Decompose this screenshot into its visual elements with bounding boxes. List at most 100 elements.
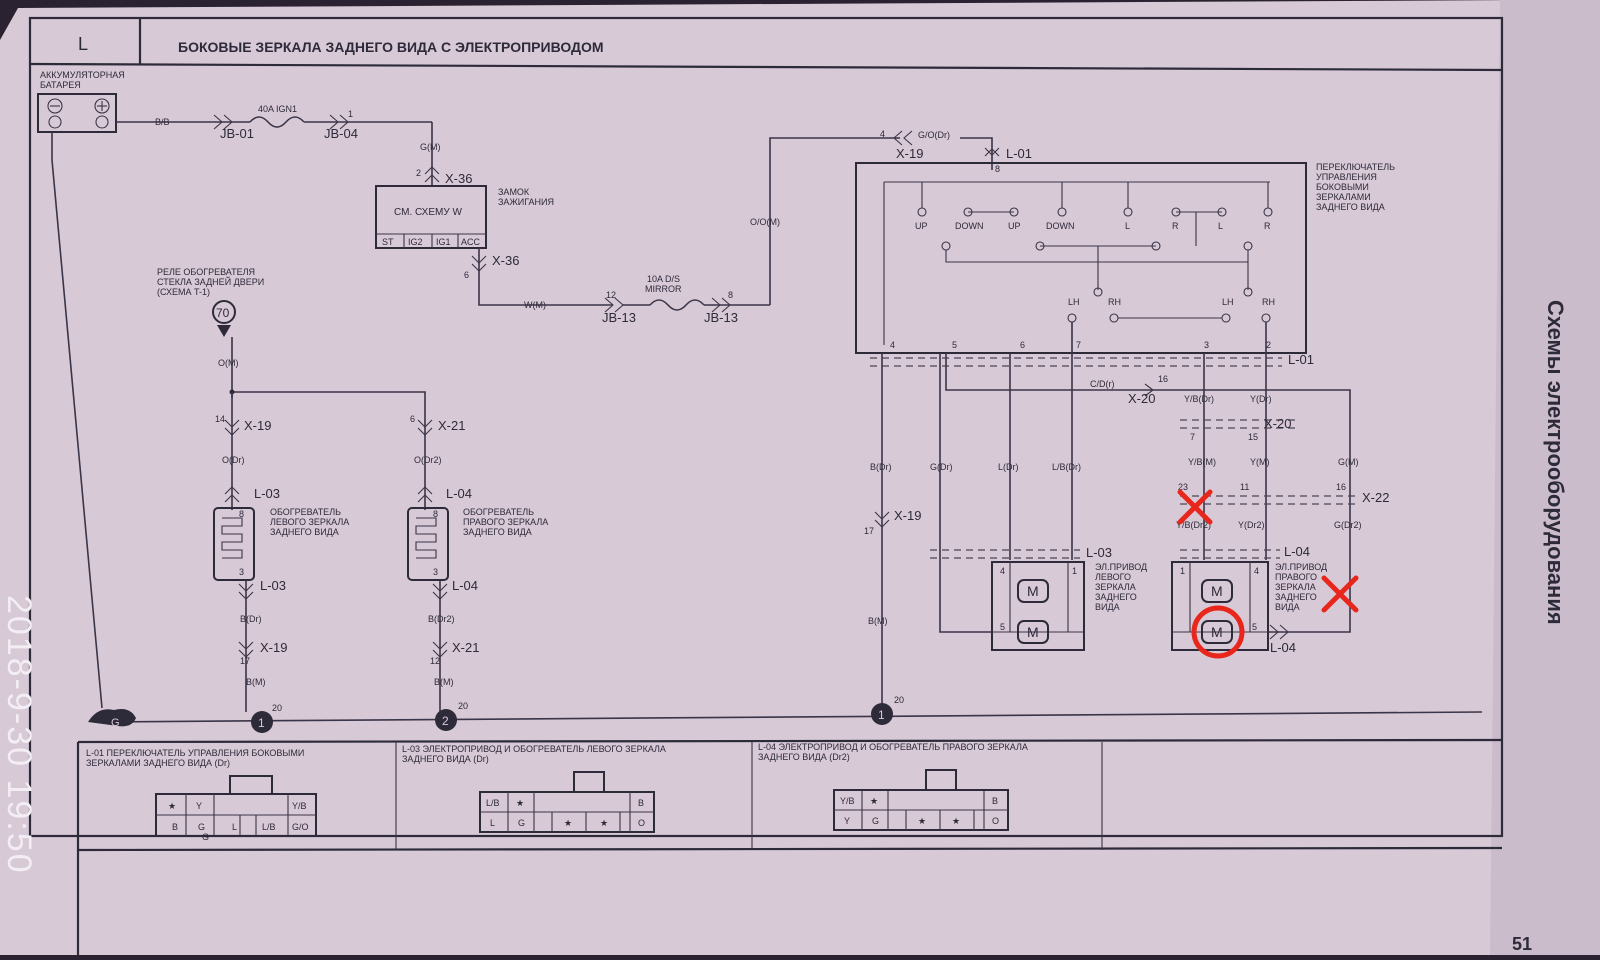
- lm-label-4: ЗАДНЕГО: [1095, 592, 1137, 602]
- switch-pin-2: 2: [1266, 340, 1271, 350]
- rh-wire-gnd: B(M): [434, 677, 454, 687]
- left-mirror-motor-2: [1017, 620, 1049, 644]
- fuse-mirror-label-2: MIRROR: [645, 284, 682, 294]
- lm-label-3: ЗЕРКАЛА: [1095, 582, 1136, 592]
- wire-switch-c: [945, 353, 1351, 633]
- lm-motor-2-label: M: [1027, 624, 1039, 640]
- l03-title-1: L-03 ЭЛЕКТРОПРИВОД И ОБОГРЕВАТЕЛЬ ЛЕВОГО…: [402, 744, 666, 754]
- rm-wire-mid-yb: Y/B(M): [1188, 457, 1216, 467]
- l04-pin-7: B: [992, 796, 998, 806]
- rh-conn-out: X-21: [452, 640, 479, 655]
- switch-pin-7: 7: [1076, 340, 1081, 350]
- annotation-cross-motor: [1321, 575, 1359, 613]
- switch-contact-down-1: DOWN: [955, 221, 984, 231]
- switch-bottom-conn: L-01: [1288, 352, 1314, 367]
- left-heater-element: [213, 507, 255, 581]
- lh-pin-bottom: 3: [239, 567, 244, 577]
- switch-pin-3: 3: [1204, 340, 1209, 350]
- ign-terminal-acc: ACC: [461, 237, 481, 247]
- battery-wire-label: B/B: [155, 117, 170, 127]
- l03-pin-8: O: [638, 818, 645, 828]
- l04-title-2: ЗАДНЕГО ВИДА (Dr2): [758, 752, 850, 762]
- right-heater-element: [407, 507, 449, 581]
- rm-wire-bot-yb: Y/B(Dr2): [1176, 520, 1211, 530]
- switch-contact-l-2: L: [1218, 221, 1223, 231]
- rh-conn-in: X-21: [438, 418, 465, 433]
- section-letter: L: [78, 34, 88, 54]
- jb13-pin-right: 8: [728, 290, 733, 300]
- l01-pin-2: Y: [196, 801, 202, 811]
- ign-wire-top: G(M): [420, 142, 441, 152]
- rh-conn-bottom: L-04: [452, 578, 478, 593]
- diagram-frame: [28, 16, 1504, 838]
- ground-2-pin: 20: [458, 701, 468, 711]
- ign-conn-top: X-36: [445, 171, 472, 186]
- right-mirror-actuator: [1171, 561, 1269, 651]
- rm-wire-top-yb: Y/B(Dr): [1184, 394, 1214, 404]
- battery-symbol: [37, 93, 117, 133]
- rm-pin-4: 4: [1254, 566, 1259, 576]
- l01-pin-6: L/B: [262, 822, 276, 832]
- ground-3-pin: 20: [894, 695, 904, 705]
- l01-pin-8: G/O: [292, 822, 309, 832]
- rm-x22-pin-11: 11: [1240, 482, 1249, 492]
- l01-pin-3: B: [172, 822, 178, 832]
- switch-feed-conn: X-19: [896, 146, 923, 161]
- lm-wire-gdr: G(Dr): [930, 462, 953, 472]
- ign-terminal-ig2: IG2: [408, 237, 423, 247]
- l04-pin-2: ★: [870, 796, 878, 806]
- l04-title-1: L-04 ЭЛЕКТРОПРИВОД И ОБОГРЕВАТЕЛЬ ПРАВОГ…: [758, 742, 1028, 752]
- wire-battery-ground: [51, 132, 103, 709]
- wire-ign-acc: [478, 248, 612, 306]
- lh-label-3: ЗАДНЕГО ВИДА: [270, 527, 339, 537]
- switch-label-5: ЗАДНЕГО ВИДА: [1316, 202, 1385, 212]
- battery-label-1: АККУМУЛЯТОРНАЯ: [40, 70, 125, 80]
- l04-pin-3: Y: [844, 816, 850, 826]
- lm-gnd-wire: B(M): [868, 616, 888, 626]
- lh-label-2: ЛЕВОГО ЗЕРКАЛА: [270, 517, 349, 527]
- lh-conn-in: X-19: [244, 418, 271, 433]
- lm-x20: X-20: [1128, 391, 1155, 406]
- relay-label-2: СТЕКЛА ЗАДНЕЙ ДВЕРИ: [157, 276, 264, 287]
- rm-label-4: ЗАДНЕГО: [1275, 592, 1317, 602]
- lm-wire-lbdr: L/B(Dr): [1052, 462, 1081, 472]
- lh-wire-in: O(Dr): [222, 455, 245, 465]
- rm-x20-pin-7: 7: [1190, 432, 1195, 442]
- fuse-ign-symbol: [249, 116, 305, 128]
- ign-conn-bottom: X-36: [492, 253, 519, 268]
- l01-title-1: L-01 ПЕРЕКЛЮЧАТЕЛЬ УПРАВЛЕНИЯ БОКОВЫМИ: [86, 748, 304, 758]
- l03-pin-7: B: [638, 798, 644, 808]
- rm-x20-pin-15: 15: [1248, 432, 1258, 442]
- ground-2-id: 2: [442, 714, 449, 728]
- rm-x22: X-22: [1362, 490, 1389, 505]
- l03-title-2: ЗАДНЕГО ВИДА (Dr): [402, 754, 489, 764]
- ign-ref: СМ. СХЕМУ W: [394, 207, 462, 218]
- lh-label-1: ОБОГРЕВАТЕЛЬ: [270, 507, 341, 517]
- l03-pin-1: L/B: [486, 798, 500, 808]
- lm-label-2: ЛЕВОГО: [1095, 572, 1131, 582]
- rh-pin-out: 12: [430, 656, 440, 666]
- rm-wire-top-y: Y(Dr): [1250, 394, 1272, 404]
- relay-node: [212, 300, 236, 324]
- ignition-switch-box: [375, 185, 487, 249]
- annotation-circle-motor: [1191, 605, 1245, 659]
- ground-1-id: 1: [258, 716, 265, 730]
- l03-pin-4: G: [518, 818, 525, 828]
- l03-pin-5: ★: [564, 818, 572, 828]
- switch-sel-rh-2: RH: [1262, 297, 1275, 307]
- switch-sel-rh-1: RH: [1108, 297, 1121, 307]
- lh-conn-out: X-19: [260, 640, 287, 655]
- lm-c-wire: C/D(r): [1090, 379, 1115, 389]
- ground-symbol-main: [88, 709, 136, 727]
- switch-sel-lh-2: LH: [1222, 297, 1234, 307]
- rh-pin-top: 8: [433, 509, 438, 519]
- ground-main-label: G: [111, 717, 120, 729]
- header-divider: [29, 62, 1503, 72]
- switch-feed-wire: G/O(Dr): [918, 130, 950, 140]
- switch-contact-r-1: R: [1172, 221, 1179, 231]
- rm-label-1: ЭЛ.ПРИВОД: [1275, 562, 1327, 572]
- rm-label-3: ЗЕРКАЛА: [1275, 582, 1316, 592]
- l04-pin-6: ★: [952, 816, 960, 826]
